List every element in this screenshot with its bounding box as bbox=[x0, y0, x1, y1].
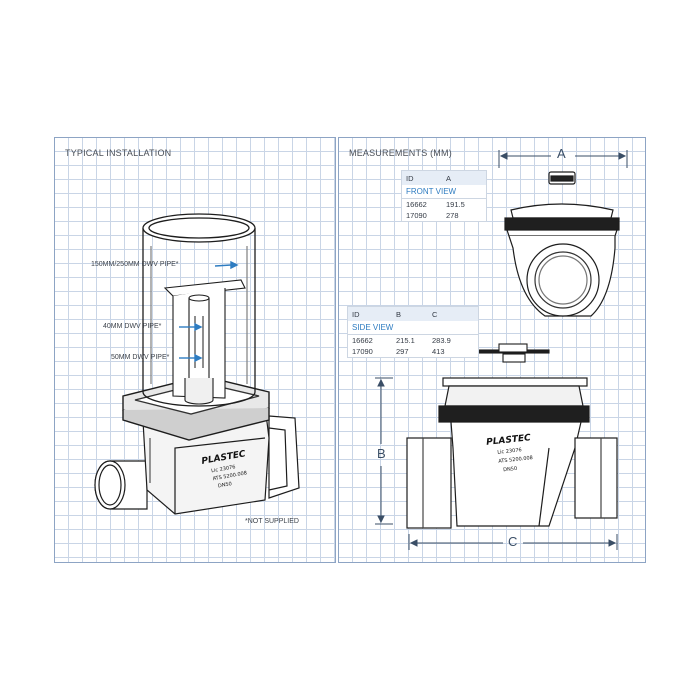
table-row: 16662 191.5 bbox=[406, 200, 465, 209]
side-view-table: ID B C SIDE VIEW 16662 215.1 283.9 17090… bbox=[347, 306, 479, 358]
front-view-table: ID A FRONT VIEW 16662 191.5 17090 278 bbox=[401, 170, 487, 222]
side-table-header: ID B C bbox=[348, 307, 478, 321]
callout-40mm-pipe: 40MM DWV PIPE* bbox=[103, 323, 162, 330]
marking-code: DN50 bbox=[218, 481, 233, 489]
side-marking-lic: Lic 23076 bbox=[497, 447, 522, 456]
side-header-c: C bbox=[432, 309, 438, 319]
callout-50mm-pipe: 50MM DWV PIPE* bbox=[111, 354, 170, 361]
measurements-panel: MEASUREMENTS (MM) bbox=[338, 137, 646, 563]
dimension-b-line bbox=[375, 377, 393, 525]
side-header-b: B bbox=[396, 309, 402, 319]
front-view-label: FRONT VIEW bbox=[402, 185, 486, 199]
dimension-a-label: A bbox=[557, 146, 566, 161]
side-view-drawing bbox=[406, 377, 618, 529]
callout-arrows bbox=[179, 260, 239, 363]
front-header-a: A bbox=[446, 173, 452, 183]
left-outlet-pipe bbox=[94, 460, 148, 510]
dimension-c-line bbox=[408, 534, 618, 550]
side-view-label: SIDE VIEW bbox=[348, 321, 478, 335]
side-header-id: ID bbox=[352, 309, 360, 319]
right-outlet-pipe bbox=[268, 415, 300, 499]
panel-title-measurements: MEASUREMENTS (MM) bbox=[349, 148, 452, 158]
inner-40mm-pipe bbox=[184, 294, 214, 405]
side-view-marking: PLASTEC Lic 23076 ATS 5200.008 DN50 bbox=[486, 433, 533, 473]
front-header-id: ID bbox=[406, 173, 414, 183]
side-view-cap bbox=[478, 343, 550, 363]
large-dwv-pipe bbox=[142, 213, 256, 407]
dimension-b-label: B bbox=[377, 446, 386, 461]
table-row: 16662 215.1 283.9 bbox=[352, 336, 451, 345]
callout-150-250-pipe: 150MM/250MM DWV PIPE* bbox=[91, 261, 179, 268]
dimension-a-line bbox=[498, 150, 628, 168]
front-table-header: ID A bbox=[402, 171, 486, 185]
not-supplied-note: *NOT SUPPLIED bbox=[245, 518, 299, 525]
typical-installation-panel: TYPICAL INSTALLATION bbox=[54, 137, 336, 563]
measurement-drawings: PLASTEC Lic 23076 ATS 5200.008 DN50 bbox=[375, 150, 628, 550]
dimension-c-label: C bbox=[508, 534, 518, 549]
marking-lic: Lic 23076 bbox=[211, 464, 236, 474]
side-marking-code: DN50 bbox=[503, 466, 518, 473]
front-view-drawing bbox=[504, 171, 620, 317]
side-marking-brand: PLASTEC bbox=[486, 433, 532, 448]
installation-illustration: PLASTEC Lic 23076 ATS 5200.008 DN50 bbox=[94, 213, 300, 515]
table-row: 17090 278 bbox=[406, 211, 459, 220]
side-marking-ats: ATS 5200.008 bbox=[498, 455, 533, 465]
table-row: 17090 297 413 bbox=[352, 347, 445, 356]
panel-title-installation: TYPICAL INSTALLATION bbox=[65, 148, 172, 158]
marking-ats: ATS 5200.008 bbox=[212, 470, 247, 482]
